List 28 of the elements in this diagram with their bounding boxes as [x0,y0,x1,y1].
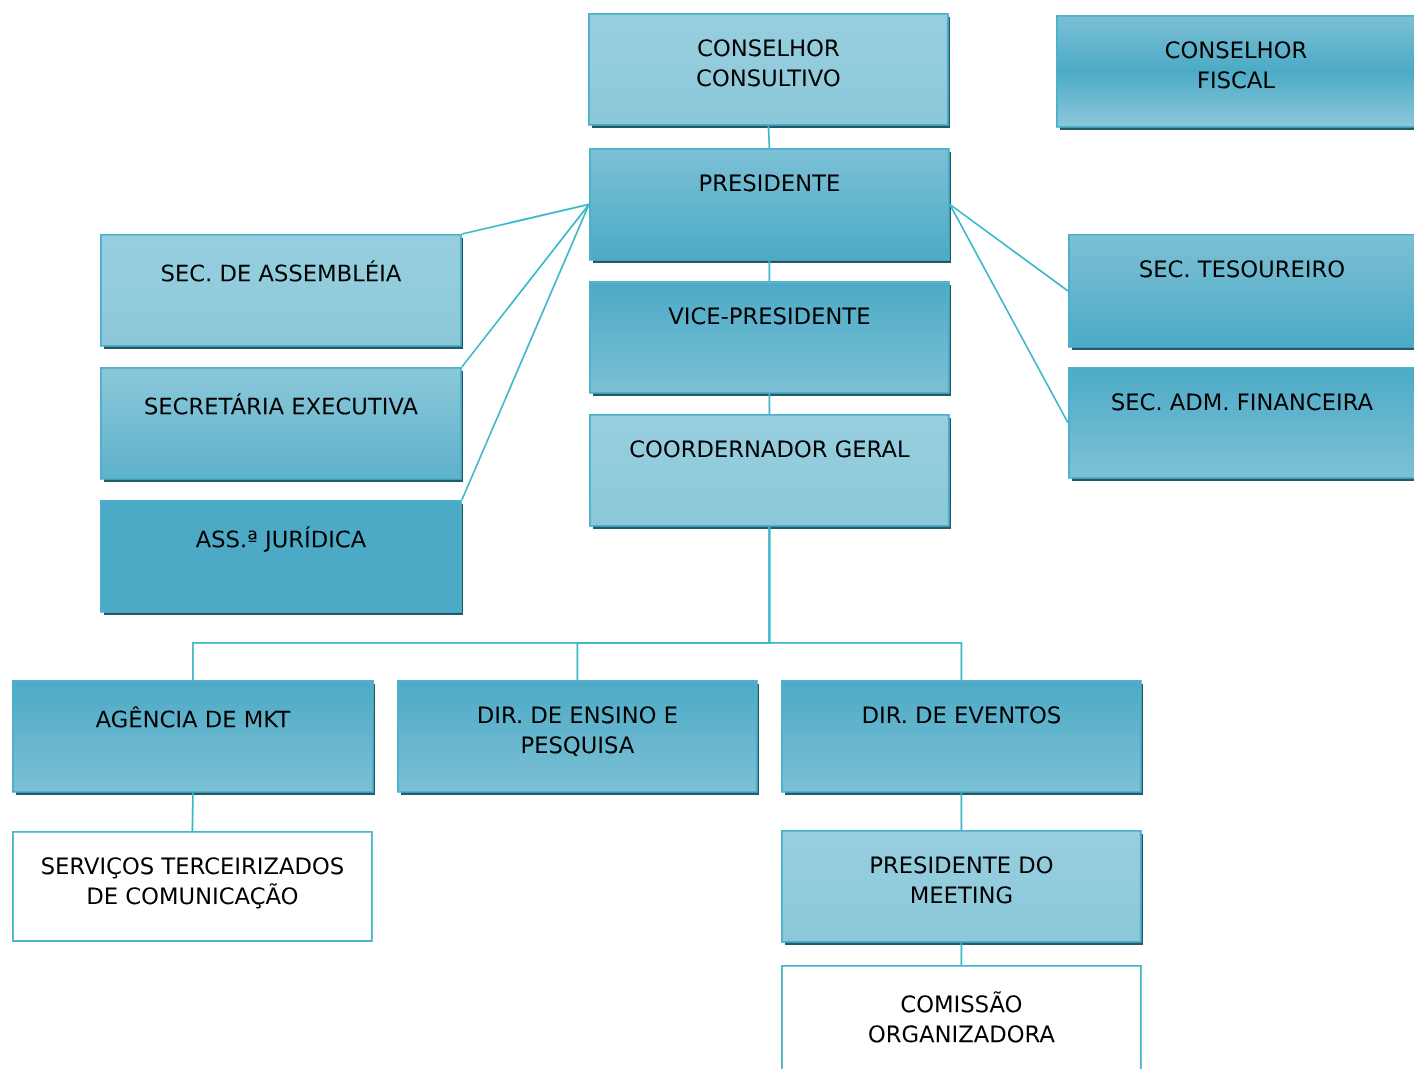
org-box: SEC. TESOUREIRO [1068,234,1414,350]
org-box: CONSELHOR FISCAL [1056,15,1414,130]
connector-line [960,791,963,831]
org-box: VICE-PRESIDENTE [589,281,951,396]
org-box: SERVIÇOS TERCEIRIZADOS DE COMUNICAÇÃO [12,831,373,942]
org-box: PRESIDENTE DO MEETING [781,830,1143,945]
org-box: SEC. DE ASSEMBLÉIA [100,234,463,349]
connector-line [461,203,590,235]
connector-line [768,392,771,415]
org-box: AGÊNCIA DE MKT [12,680,375,795]
connector-line [948,203,1069,424]
connector-line [767,124,771,149]
connector-line [768,525,963,681]
org-box: COORDERNADOR GERAL [589,414,951,529]
org-box: ASS.ª JURÍDICA [100,500,463,615]
connector-line [948,203,1069,292]
connector-line [461,203,590,368]
org-box: DIR. DE EVENTOS [781,680,1143,795]
connector-line [461,203,590,501]
org-box: DIR. DE ENSINO E PESQUISA [397,680,759,795]
org-box: COMISSÃO ORGANIZADORA [781,965,1142,1069]
org-box: SEC. ADM. FINANCEIRA [1068,367,1414,481]
org-box: CONSELHOR CONSULTIVO [588,13,950,128]
connector-line [191,791,194,832]
connector-line [960,941,963,966]
org-box: SECRETÁRIA EXECUTIVA [100,367,463,482]
connector-line [768,259,771,282]
org-box: PRESIDENTE [589,148,951,263]
